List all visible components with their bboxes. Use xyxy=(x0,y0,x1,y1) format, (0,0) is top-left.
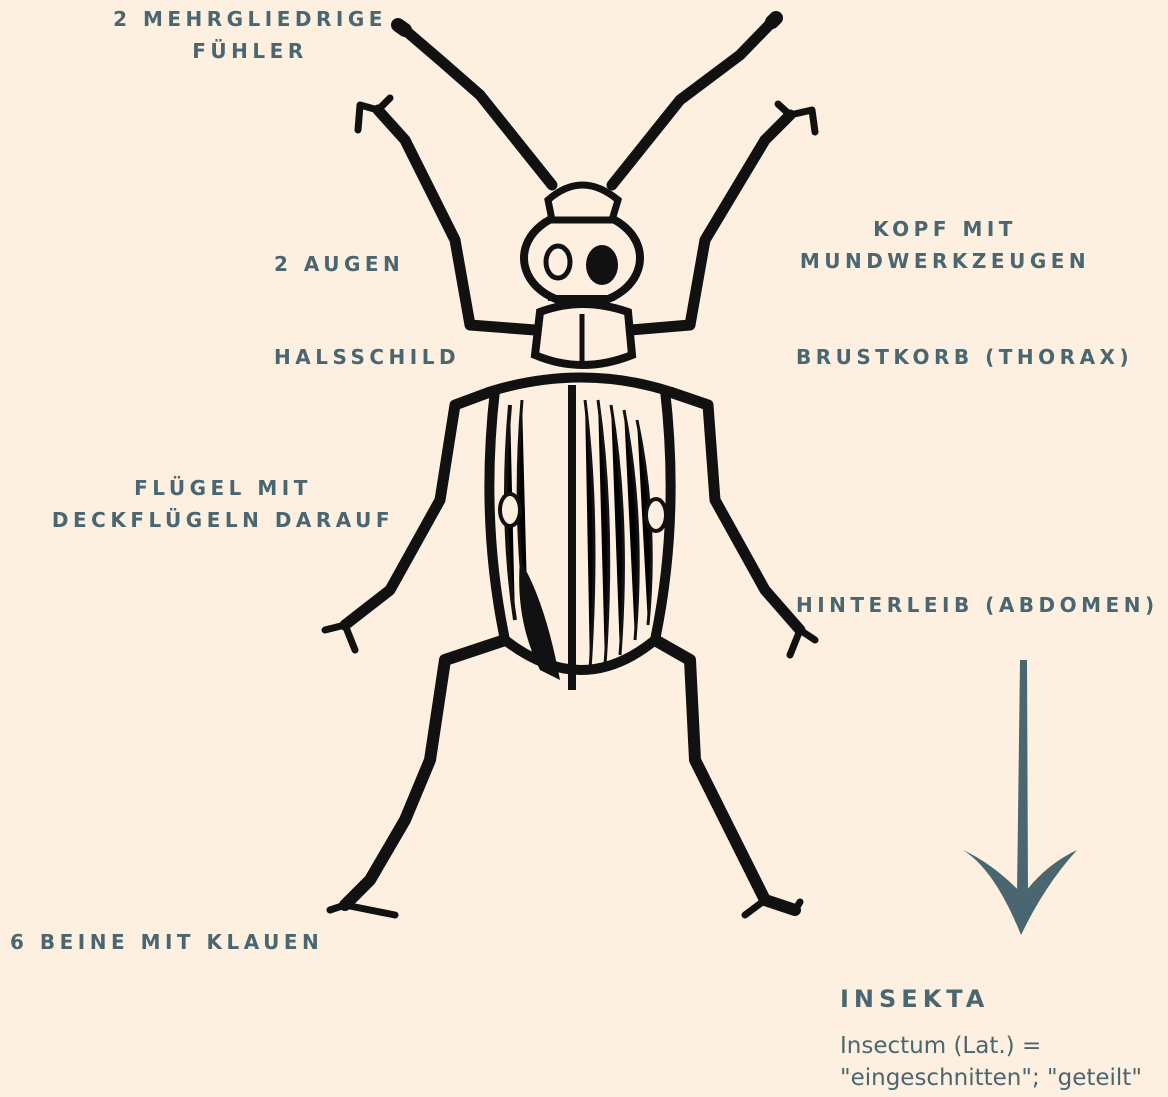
label-thorax-text: BRUSTKORB (THORAX) xyxy=(796,341,1133,373)
info-description-line-1: Insectum (Lat.) = xyxy=(840,1030,1142,1062)
label-head: KOPF MIT MUNDWERKZEUGEN xyxy=(795,213,1095,277)
label-pronotum: HALSSCHILD xyxy=(274,341,460,373)
label-legs: 6 BEINE MIT KLAUEN xyxy=(10,926,323,958)
info-title: INSEKTA xyxy=(840,985,989,1013)
label-antennae-line-2: FÜHLER xyxy=(112,35,388,67)
label-abdomen-text: HINTERLEIB (ABDOMEN) xyxy=(796,589,1159,621)
label-head-line-1: KOPF MIT xyxy=(795,213,1095,245)
label-eyes: 2 AUGEN xyxy=(274,248,404,280)
label-wings-line-1: FLÜGEL MIT xyxy=(48,472,398,504)
info-description: Insectum (Lat.) = "eingeschnitten"; "get… xyxy=(840,1030,1142,1094)
label-wings-line-2: DECKFLÜGELN DARAUF xyxy=(48,504,398,536)
label-pronotum-text: HALSSCHILD xyxy=(274,341,460,373)
label-wings: FLÜGEL MIT DECKFLÜGELN DARAUF xyxy=(48,472,398,536)
label-head-line-2: MUNDWERKZEUGEN xyxy=(795,245,1095,277)
info-description-line-2: "eingeschnitten"; "geteilt" xyxy=(840,1062,1142,1094)
label-thorax: BRUSTKORB (THORAX) xyxy=(796,341,1133,373)
label-antennae-line-1: 2 MEHRGLIEDRIGE xyxy=(112,3,388,35)
arrow-down-icon xyxy=(955,655,1085,945)
label-antennae: 2 MEHRGLIEDRIGE FÜHLER xyxy=(112,3,388,67)
label-legs-text: 6 BEINE MIT KLAUEN xyxy=(10,926,323,958)
label-abdomen: HINTERLEIB (ABDOMEN) xyxy=(796,589,1159,621)
label-eyes-text: 2 AUGEN xyxy=(274,248,404,280)
